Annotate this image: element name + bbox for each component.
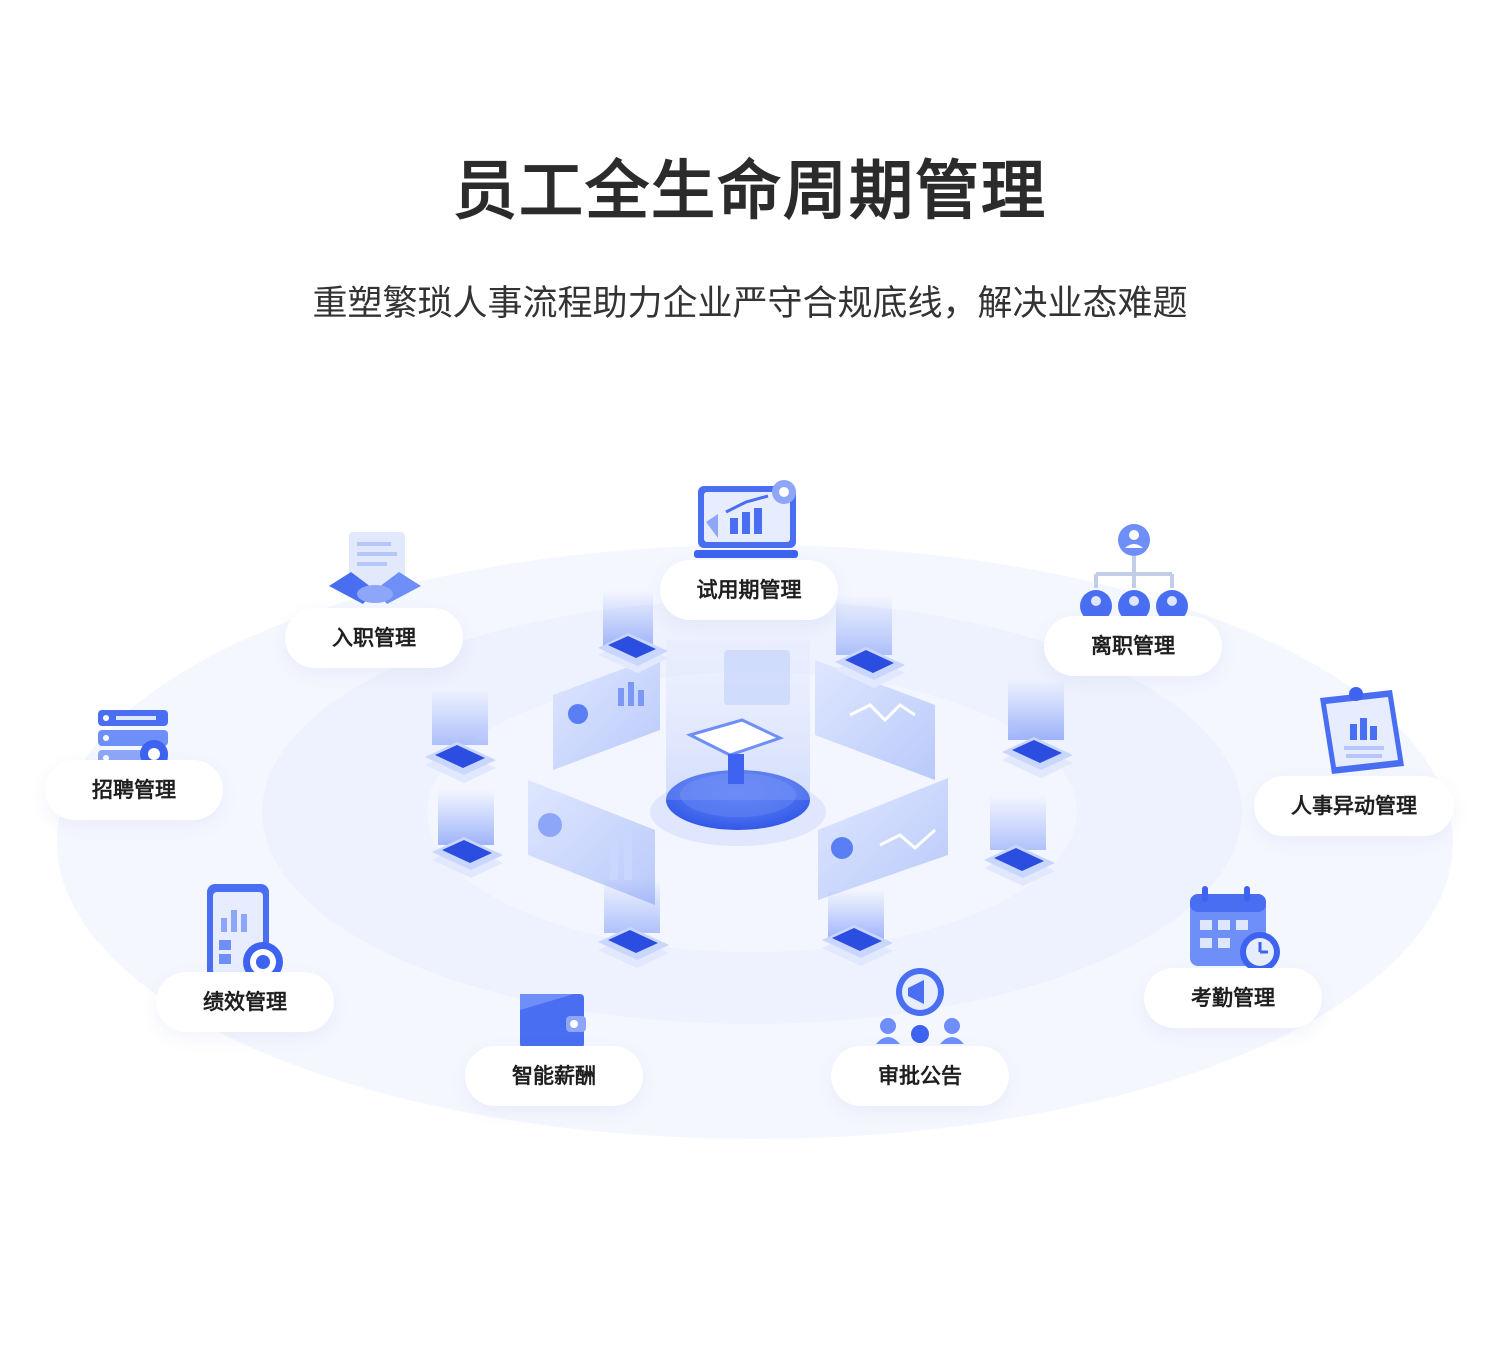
data-stack-a [598, 590, 668, 673]
module-performance[interactable]: 绩效管理 [156, 972, 334, 1032]
data-stack-e [432, 790, 503, 878]
panel-top-left [553, 655, 660, 770]
data-stack-h [822, 890, 893, 966]
monitor-chart-icon [694, 480, 798, 558]
module-resignation[interactable]: 离职管理 [1044, 616, 1222, 676]
module-personnel-change[interactable]: 人事异动管理 [1254, 776, 1454, 836]
module-approval[interactable]: 审批公告 [831, 1046, 1009, 1106]
module-probation[interactable]: 试用期管理 [660, 560, 838, 620]
panel-top-right [815, 660, 935, 780]
data-stack-f [984, 795, 1055, 886]
panel-bottom-left [528, 780, 655, 905]
data-stack-b [835, 595, 905, 688]
page-title: 员工全生命周期管理 [453, 155, 1047, 229]
clipboard-icon [1320, 687, 1404, 774]
module-onboarding[interactable]: 入职管理 [285, 608, 463, 668]
data-stack-d [1002, 680, 1073, 778]
handshake-icon [329, 532, 421, 604]
data-stack-g [598, 878, 669, 968]
org-chart-icon [1080, 524, 1188, 622]
page-subtitle: 重塑繁琐人事流程助力企业严守合规底线，解决业态难题 [312, 284, 1188, 324]
calendar-clock-icon [1190, 886, 1280, 972]
central-hub [650, 640, 826, 846]
announcement-icon [876, 968, 964, 1056]
wallet-icon [520, 994, 586, 1048]
module-payroll[interactable]: 智能薪酬 [465, 1046, 643, 1106]
data-stack-c [425, 690, 496, 783]
panel-bottom-right [818, 778, 948, 900]
module-attendance[interactable]: 考勤管理 [1144, 968, 1322, 1028]
module-recruitment[interactable]: 招聘管理 [45, 760, 223, 820]
